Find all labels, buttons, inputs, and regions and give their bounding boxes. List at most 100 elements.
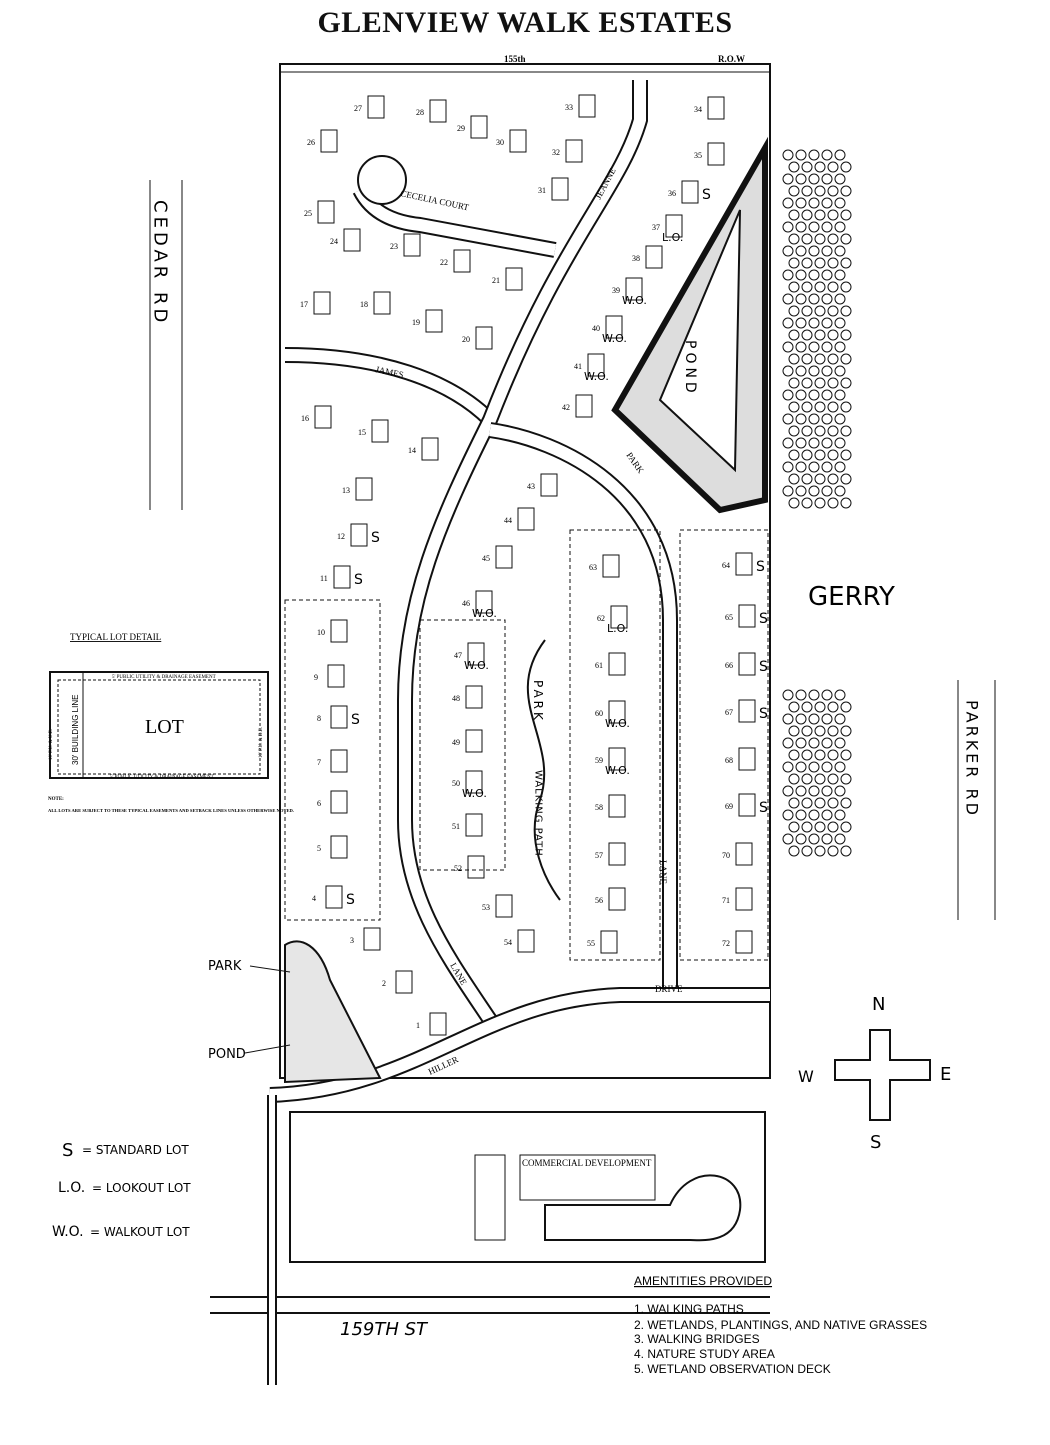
lot-number: 11 [320,574,328,583]
lot-10: 10 [317,619,348,643]
lot-41: 41W.O. [574,353,609,383]
tree-icon [814,725,826,737]
lot-number: 44 [504,516,512,525]
lot-71: 71 [722,887,753,911]
house-footprint [625,277,643,301]
lot-60: 60W.O. [595,700,630,730]
lot-37: 37L.O. [652,214,683,244]
lot-52: 52 [454,855,485,879]
lot-20: 20 [462,326,493,350]
owner-note-gerry: GERRY [808,582,895,612]
tree-icon [782,485,794,497]
tree-icon [821,689,833,701]
lot-number: 38 [632,254,640,263]
tree-icon [808,437,820,449]
tree-icon [788,329,800,341]
lot-32: 32 [552,139,583,163]
tree-icon [834,689,846,701]
tree-icon [821,149,833,161]
house-footprint [313,291,331,315]
tree-icon [840,161,852,173]
park-pond-sw [284,940,382,1084]
lot-31: 31 [538,177,569,201]
lot-number: 2 [382,979,386,988]
tree-icon [827,185,839,197]
commercial-parcel [289,1111,766,1263]
tree-icon [827,497,839,509]
lot-9: 9 [314,664,345,688]
tree-icon [801,329,813,341]
walking-path-label: WALKING PATH [533,770,544,857]
legend-code-wo: W.O. [52,1224,84,1240]
lot-number: 55 [587,939,595,948]
tree-icon [808,149,820,161]
lot-detail-side-left: 10' P.U. & U.E. [49,729,54,760]
lot-24: 24 [330,228,361,252]
lot-number: 64 [722,561,730,570]
tree-icon [808,197,820,209]
tree-icon [788,473,800,485]
tree-icon [782,389,794,401]
lot-15: 15 [358,419,389,443]
tree-icon [808,293,820,305]
lot-27: 27 [354,95,385,119]
house-footprint [610,605,628,629]
tree-icon [840,233,852,245]
lot-number: 17 [300,300,308,309]
amenity-item: 2. WETLANDS, PLANTINGS, AND NATIVE GRASS… [634,1318,927,1332]
lot-51: 51 [452,813,483,837]
tree-icon [795,833,807,845]
lot-detail-top-easement: 5' PUBLIC UTILITY & DRAINAGE EASEMENT [112,675,216,680]
tree-icon [801,749,813,761]
tree-icon [808,389,820,401]
lot-68: 68 [725,747,756,771]
pond-sw-pointer [244,1044,291,1054]
tree-icon [814,353,826,365]
tree-icon [840,497,852,509]
tree-icon [808,737,820,749]
lot-58: 58 [595,794,626,818]
lot-64: 64 S [722,552,765,576]
row-label: R.O.W [718,54,745,64]
lot-number: 53 [482,903,490,912]
lot-number: 62 [597,614,605,623]
lot-number: 19 [412,318,420,327]
compass: N S E W [798,994,951,1153]
tree-icon [795,365,807,377]
lot-type-annotation: S [756,559,765,575]
tree-icon [795,785,807,797]
tree-icon [801,257,813,269]
tree-icon [795,689,807,701]
tree-icon [801,161,813,173]
parking-loop [544,1174,742,1242]
lot-56: 56 [595,887,626,911]
lot-number: 16 [301,414,309,423]
lot-46: 46W.O. [462,590,497,620]
lot-number: 26 [307,138,315,147]
legend-code-lo: L.O. [58,1180,85,1196]
house-footprint [738,793,756,817]
house-footprint [509,129,527,153]
tree-icon [834,245,846,257]
commercial-building [519,1154,656,1201]
lot-type-annotation: W.O. [584,370,609,383]
tree-icon [814,209,826,221]
tree-icon [827,257,839,269]
tree-icon [827,353,839,365]
tree-icon [821,485,833,497]
house-footprint [367,95,385,119]
lot-number: 60 [595,709,603,718]
tree-icon [808,833,820,845]
lot-number: 43 [527,482,535,491]
tree-icon [814,749,826,761]
tree-icon [840,185,852,197]
lot-16: 16 [301,405,332,429]
tree-icon [788,797,800,809]
tree-icon [808,485,820,497]
lot-number: 45 [482,554,490,563]
tree-icon [801,425,813,437]
lot-23: 23 [390,233,421,257]
tree-icon [827,845,839,857]
house-footprint [355,477,373,501]
